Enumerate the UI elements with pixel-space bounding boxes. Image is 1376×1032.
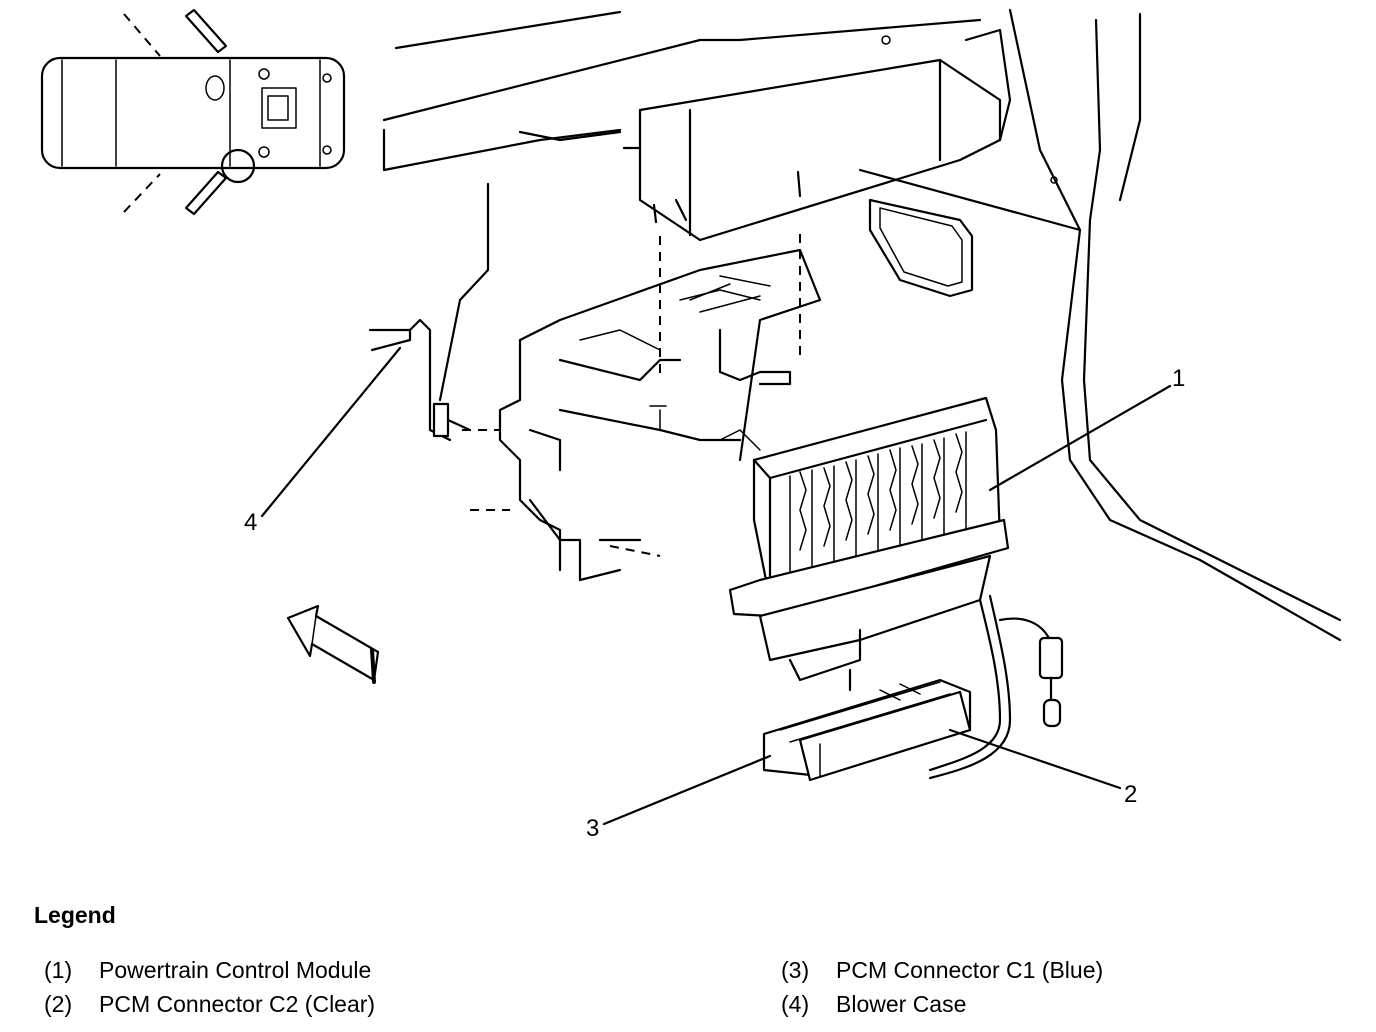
location-circle-icon bbox=[220, 148, 256, 184]
powertrain-control-module bbox=[728, 396, 1010, 682]
legend-item-number: (2) bbox=[44, 991, 73, 1017]
legend-item-label: PCM Connector C2 (Clear) bbox=[99, 991, 376, 1017]
legend-item-label: Powertrain Control Module bbox=[99, 957, 372, 983]
legend-title: Legend bbox=[34, 902, 116, 928]
legend-item: (3) PCM Connector C1 (Blue) bbox=[781, 954, 1103, 988]
callout-3: 3 bbox=[586, 815, 599, 842]
forward-arrow-icon bbox=[286, 604, 380, 684]
legend-column-right: (3) PCM Connector C1 (Blue) (4) Blower C… bbox=[781, 954, 1103, 1022]
legend: Legend (1) Powertrain Control Module (2)… bbox=[0, 880, 1376, 1032]
legend-item-label: PCM Connector C1 (Blue) bbox=[836, 957, 1104, 983]
legend-item: (2) PCM Connector C2 (Clear) bbox=[44, 988, 375, 1022]
legend-item: (4) Blower Case bbox=[781, 988, 1103, 1022]
legend-item-number: (1) bbox=[44, 957, 73, 983]
legend-column-left: (1) Powertrain Control Module (2) PCM Co… bbox=[44, 954, 375, 1022]
legend-item-number: (4) bbox=[781, 991, 810, 1017]
legend-item: (1) Powertrain Control Module bbox=[44, 954, 375, 988]
callout-4: 4 bbox=[244, 509, 257, 536]
callout-leaders bbox=[260, 346, 1172, 826]
legend-item-number: (3) bbox=[781, 957, 810, 983]
vehicle-inset-view bbox=[40, 8, 346, 216]
instrument-panel-structure bbox=[382, 8, 1342, 642]
pcm-location-diagram: 1 2 3 4 bbox=[40, 8, 1342, 842]
legend-item-label: Blower Case bbox=[836, 991, 967, 1017]
callout-2: 2 bbox=[1124, 781, 1137, 808]
callout-1: 1 bbox=[1172, 365, 1185, 392]
pcm-connectors bbox=[762, 594, 1064, 782]
blower-case bbox=[368, 234, 822, 582]
